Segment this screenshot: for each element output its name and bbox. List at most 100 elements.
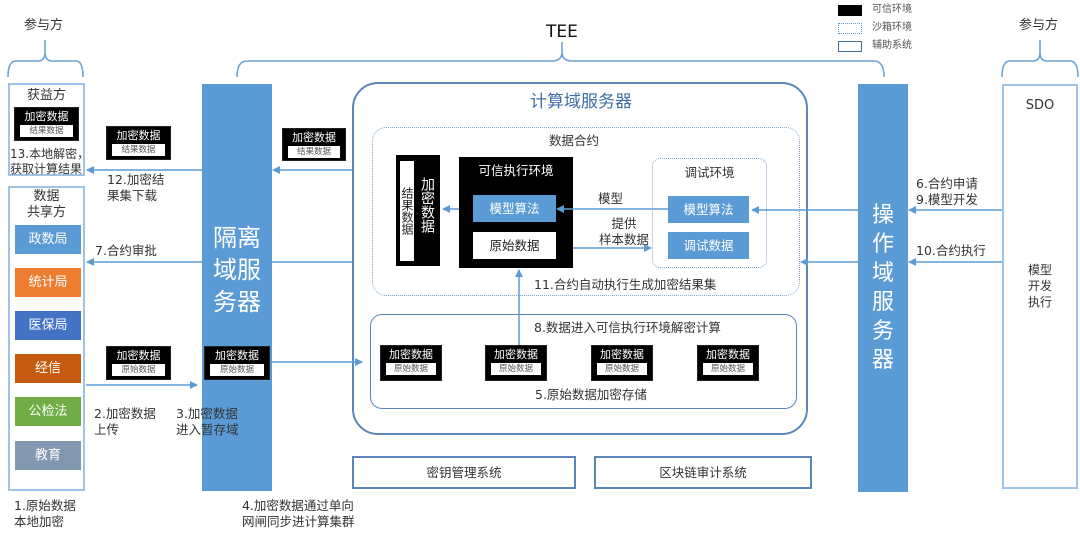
sdo-actions: 模型 开发 执行 bbox=[1004, 262, 1076, 310]
agency-tongjiju: 统计局 bbox=[15, 268, 81, 297]
step-1-label: 1.原始数据 本地加密 bbox=[14, 498, 76, 530]
storage-encrypted-raw-2: 加密数据 原始数据 bbox=[485, 345, 547, 381]
enc-label: 加密数据 bbox=[116, 129, 161, 142]
storage-encrypted-raw-3: 加密数据 原始数据 bbox=[591, 345, 653, 381]
contract-encrypted-result: 结果数据 加密数据 bbox=[396, 155, 440, 266]
agency-jiaoyu: 教育 bbox=[15, 441, 81, 470]
step-4-line-2: 网闸同步进计算集群 bbox=[242, 514, 355, 529]
step-6-line: 6.合约申请 bbox=[916, 176, 978, 191]
debug-data: 调试数据 bbox=[668, 232, 749, 259]
agency-gongjianfa: 公检法 bbox=[15, 397, 81, 426]
left-participants-heading: 参与方 bbox=[24, 18, 64, 33]
step-3-line-2: 进入暂存域 bbox=[176, 422, 239, 437]
result-data-label: 结果数据 bbox=[400, 161, 414, 261]
enc-label: 加密数据 bbox=[116, 349, 161, 362]
enc-inner-label: 原始数据 bbox=[491, 363, 541, 375]
enc-label: 加密数据 bbox=[24, 110, 69, 123]
sdo-action-model: 模型 bbox=[1027, 263, 1052, 277]
enc-inner-label: 原始数据 bbox=[210, 364, 264, 376]
step-6-9-label: 6.合约申请 9.模型开发 bbox=[916, 176, 978, 208]
isolation-title-line-2: 域服 bbox=[213, 256, 261, 284]
isolation-server-title: 隔离 域服 务器 bbox=[202, 222, 272, 318]
step-1-line-1: 1.原始数据 bbox=[14, 498, 76, 513]
enc-inner-label: 结果数据 bbox=[112, 144, 165, 156]
isolation-title-line-3: 务器 bbox=[213, 288, 261, 316]
tee-raw-data: 原始数据 bbox=[473, 232, 556, 259]
left-participants-brace bbox=[7, 40, 84, 78]
step-2-label: 2.加密数据 上传 bbox=[94, 406, 156, 438]
compute-server-title: 计算域服务器 bbox=[530, 92, 632, 112]
enc-label: 加密数据 bbox=[292, 131, 336, 144]
beneficiary-box: 获益方 加密数据 结果数据 13.本地解密， 获取计算结果 bbox=[8, 83, 89, 176]
operation-title-char-3: 域 bbox=[871, 261, 894, 286]
tee-brace bbox=[236, 42, 885, 78]
enc-label: 加密数据 bbox=[706, 348, 750, 361]
enc-inner-label: 结果数据 bbox=[20, 125, 73, 137]
enc-inner-label: 结果数据 bbox=[288, 146, 340, 158]
key-management-system: 密钥管理系统 bbox=[352, 456, 576, 489]
tee-model-algorithm: 模型算法 bbox=[473, 195, 556, 222]
operation-server-title: 操 作 域 服 务 器 bbox=[858, 201, 908, 375]
beneficiary-title: 获益方 bbox=[26, 88, 66, 103]
sdo-box: SDO 模型 开发 执行 bbox=[1002, 84, 1078, 489]
enc-label: 加密数据 bbox=[600, 348, 644, 361]
data-sharer-title-line-2: 共享方 bbox=[26, 205, 66, 220]
right-participants-brace bbox=[1001, 40, 1079, 78]
upload-encrypted-raw: 加密数据 原始数据 bbox=[106, 346, 171, 380]
legend-swatch-sandbox bbox=[838, 23, 862, 34]
data-sharer-title-line-1: 数据 bbox=[33, 189, 60, 204]
operation-title-char-6: 器 bbox=[871, 348, 894, 373]
operation-title-char-2: 作 bbox=[871, 232, 894, 257]
enc-inner-label: 原始数据 bbox=[703, 363, 753, 375]
download-encrypted-result: 加密数据 结果数据 bbox=[106, 126, 171, 160]
model-label: 模型 bbox=[598, 191, 624, 206]
storage-encrypted-raw-4: 加密数据 原始数据 bbox=[697, 345, 759, 381]
operation-title-char-4: 服 bbox=[871, 290, 894, 315]
step-1-line-2: 本地加密 bbox=[14, 514, 65, 529]
isolation-server: 隔离 域服 务器 加密数据 原始数据 bbox=[202, 84, 272, 491]
sdo-title: SDO bbox=[1025, 98, 1055, 113]
encrypted-storage-box bbox=[370, 314, 797, 409]
enc-label: 加密数据 bbox=[215, 349, 259, 362]
step-2-line-1: 2.加密数据 bbox=[94, 406, 156, 421]
enc-inner-label: 原始数据 bbox=[386, 363, 436, 375]
enc-label: 加密数据 bbox=[494, 348, 538, 361]
trusted-env-title: 可信执行环境 bbox=[478, 163, 554, 178]
debug-env: 调试环境 模型算法 调试数据 bbox=[652, 158, 767, 268]
sample-label-line-2: 样本数据 bbox=[599, 232, 650, 247]
step-4-label: 4.加密数据通过单向 网闸同步进计算集群 bbox=[242, 498, 355, 530]
enc-inner-label: 原始数据 bbox=[112, 364, 165, 376]
enc-inner-label: 原始数据 bbox=[597, 363, 647, 375]
sample-data-label: 提供 样本数据 bbox=[599, 216, 649, 248]
sample-label-line-1: 提供 bbox=[611, 216, 637, 231]
sdo-action-execute: 执行 bbox=[1027, 295, 1052, 309]
step-10-label: 10.合约执行 bbox=[916, 243, 986, 258]
step-13-line-2: 获取计算结果 bbox=[10, 162, 83, 176]
data-contract-title: 数据合约 bbox=[549, 133, 600, 148]
enc-label: 加密数据 bbox=[389, 348, 433, 361]
debug-env-title: 调试环境 bbox=[684, 165, 735, 180]
blockchain-audit-system: 区块链审计系统 bbox=[594, 456, 812, 489]
right-participants-heading: 参与方 bbox=[1019, 18, 1059, 33]
step-8-label: 8.数据进入可信执行环境解密计算 bbox=[534, 320, 721, 335]
trusted-execution-env: 可信执行环境 模型算法 原始数据 bbox=[459, 157, 573, 268]
agency-zhengshuju: 政数局 bbox=[15, 225, 81, 254]
legend-label-sandbox: 沙箱环境 bbox=[872, 22, 912, 33]
isolation-title-line-1: 隔离 bbox=[213, 224, 261, 252]
step-11-label: 11.合约自动执行生成加密结果集 bbox=[534, 277, 717, 292]
agency-yibaoju: 医保局 bbox=[15, 311, 81, 340]
data-contract-box bbox=[372, 127, 800, 296]
tee-label: TEE bbox=[546, 22, 578, 42]
step-3-label: 3.加密数据 进入暂存域 bbox=[176, 406, 239, 438]
operation-title-char-1: 操 bbox=[871, 203, 894, 228]
legend-label-aux: 辅助系统 bbox=[872, 40, 912, 51]
operation-server: 操 作 域 服 务 器 bbox=[858, 84, 908, 492]
legend-swatch-aux bbox=[838, 41, 862, 52]
step-4-line-1: 4.加密数据通过单向 bbox=[242, 498, 354, 513]
step-12-label: 12.加密结 果集下载 bbox=[107, 172, 164, 204]
sdo-action-develop: 开发 bbox=[1027, 279, 1052, 293]
step-9-line: 9.模型开发 bbox=[916, 192, 978, 207]
step-7-label: 7.合约审批 bbox=[95, 243, 157, 258]
legend-swatch-trusted bbox=[838, 5, 862, 16]
step-12-line-1: 12.加密结 bbox=[107, 172, 165, 187]
